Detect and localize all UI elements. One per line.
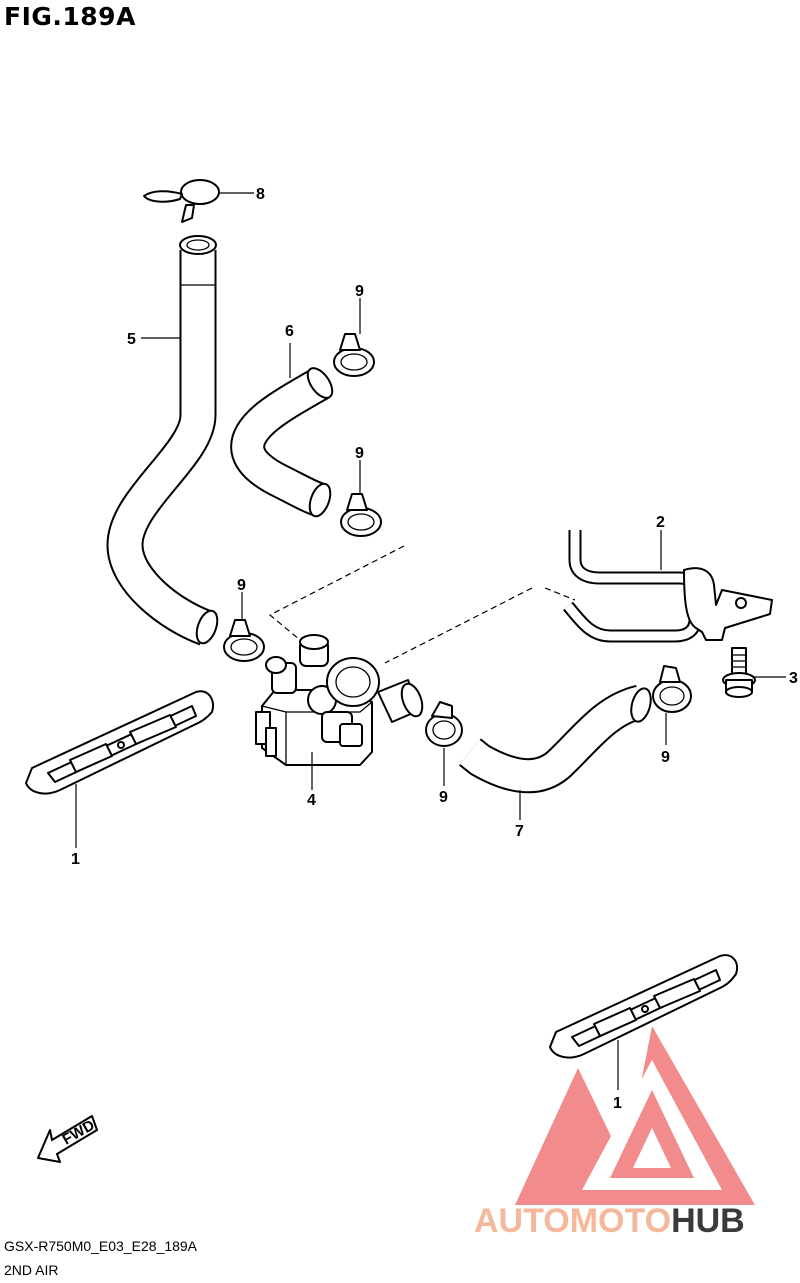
callout-5: 5 xyxy=(127,331,136,348)
callout-9-e: 9 xyxy=(661,749,670,766)
callout-6: 6 xyxy=(285,323,294,340)
assembly-line-middle xyxy=(384,587,533,664)
clamp-part-9-c xyxy=(223,619,265,662)
valve-part-4 xyxy=(255,634,424,766)
callout-2: 2 xyxy=(656,514,665,531)
clamp-part-9-a xyxy=(333,333,375,377)
gasket-part-1-top xyxy=(25,690,214,795)
assembly-line-upper xyxy=(268,545,405,641)
callout-1-bottom: 1 xyxy=(613,1095,622,1112)
hose-part-5 xyxy=(106,235,219,646)
pipe-part-2 xyxy=(563,530,773,643)
callout-3: 3 xyxy=(789,670,798,687)
gasket-part-1-bottom xyxy=(549,954,738,1059)
figure-title: FIG.189A xyxy=(4,2,136,31)
clamp-part-9-d xyxy=(425,701,463,747)
callout-7: 7 xyxy=(515,823,524,840)
hose-part-7 xyxy=(459,684,652,794)
diagram-name: 2ND AIR xyxy=(4,1262,59,1278)
cap-part-8 xyxy=(143,179,220,223)
clamp-part-9-e xyxy=(652,665,692,713)
callout-9-d: 9 xyxy=(439,789,448,806)
automotohub-logo-icon xyxy=(515,1026,755,1205)
bolt-part-3 xyxy=(722,647,756,698)
fwd-arrow-icon xyxy=(37,1115,98,1163)
callout-4: 4 xyxy=(307,792,316,809)
assembly-line-bracket xyxy=(544,587,576,601)
callout-9-a: 9 xyxy=(355,283,364,300)
callout-9-b: 9 xyxy=(355,445,364,462)
clamp-part-9-b xyxy=(340,493,382,537)
watermark-text: AUTOMOTOHUB xyxy=(474,1202,745,1240)
hose-part-6 xyxy=(230,367,334,518)
diagram-code: GSX-R750M0_E03_E28_189A xyxy=(4,1238,198,1254)
callout-1-top: 1 xyxy=(71,851,80,868)
callout-8: 8 xyxy=(256,186,265,203)
callout-9-c: 9 xyxy=(237,577,246,594)
